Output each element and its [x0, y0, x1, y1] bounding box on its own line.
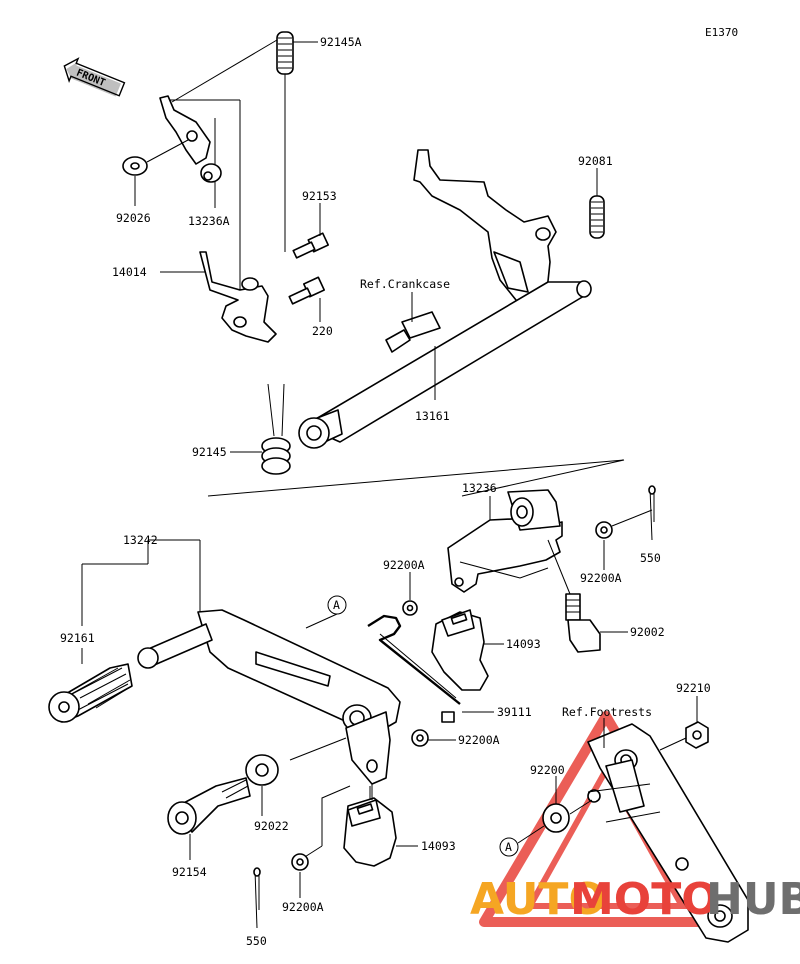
label-13242: 13242 — [123, 533, 158, 547]
nut-92210 — [685, 721, 709, 749]
watermark-auto: AUTO — [470, 874, 606, 925]
footrest-bracket — [587, 723, 749, 943]
spring-92145 — [261, 383, 291, 475]
label-92022: 92022 — [254, 819, 289, 833]
label-92081: 92081 — [578, 154, 613, 168]
cotter-pin-550-b — [253, 867, 261, 929]
label-14014: 14014 — [112, 265, 147, 279]
label-92161: 92161 — [60, 631, 95, 645]
label-92200A-4: 92200A — [282, 900, 324, 914]
tie-rod-39111 — [367, 614, 461, 723]
label-92200A-1: 92200A — [383, 558, 425, 572]
cotter-pin-550-a — [648, 485, 656, 541]
pedal-rubber-92161 — [48, 663, 133, 723]
label-220: 220 — [312, 324, 333, 338]
label-550-1: 550 — [640, 551, 661, 565]
label-92002: 92002 — [630, 625, 665, 639]
label-14093-1: 14093 — [506, 637, 541, 651]
spring-92145A — [276, 31, 294, 252]
label-14093-2: 14093 — [421, 839, 456, 853]
label-92210: 92210 — [676, 681, 711, 695]
label-92145A: 92145A — [320, 35, 362, 49]
label-13236: 13236 — [462, 481, 497, 495]
shift-shaft-bracket-14014 — [199, 251, 277, 343]
front-arrow-icon: FRONT — [63, 57, 126, 97]
label-92200: 92200 — [530, 763, 565, 777]
label-92154: 92154 — [172, 865, 207, 879]
bolt-92154 — [167, 777, 251, 835]
watermark-hub: HUB — [706, 874, 800, 925]
watermark-moto: MOTO — [570, 874, 719, 925]
rubber-boot-14093-a — [431, 609, 489, 691]
callout-a-lower-text: A — [505, 840, 512, 854]
crankcase-pin — [385, 311, 441, 353]
bolt-92153 — [292, 232, 330, 259]
shift-arm-bracket — [159, 95, 211, 165]
rubber-boot-14093-b — [343, 797, 397, 867]
bolt-220 — [288, 276, 326, 305]
bolt-92002 — [547, 539, 601, 653]
shift-lever-arm-13236 — [447, 517, 563, 593]
label-13161: 13161 — [415, 409, 450, 423]
figure-id: E1370 — [705, 26, 738, 39]
label-ref-crankcase: Ref.Crankcase — [360, 277, 450, 291]
label-13236A: 13236A — [188, 214, 230, 228]
label-92153: 92153 — [302, 189, 337, 203]
label-92026: 92026 — [116, 211, 151, 225]
callout-a-upper-text: A — [333, 598, 340, 612]
spring-92081 — [589, 195, 605, 239]
label-92200A-3: 92200A — [458, 733, 500, 747]
label-92145: 92145 — [192, 445, 227, 459]
label-92200A-2: 92200A — [580, 571, 622, 585]
watermark-logo: AUTO MOTO HUB — [470, 874, 800, 925]
label-ref-footrests: Ref.Footrests — [562, 705, 652, 719]
label-39111: 39111 — [497, 705, 532, 719]
label-550-2: 550 — [246, 934, 267, 948]
callout-a-lower — [499, 837, 519, 857]
